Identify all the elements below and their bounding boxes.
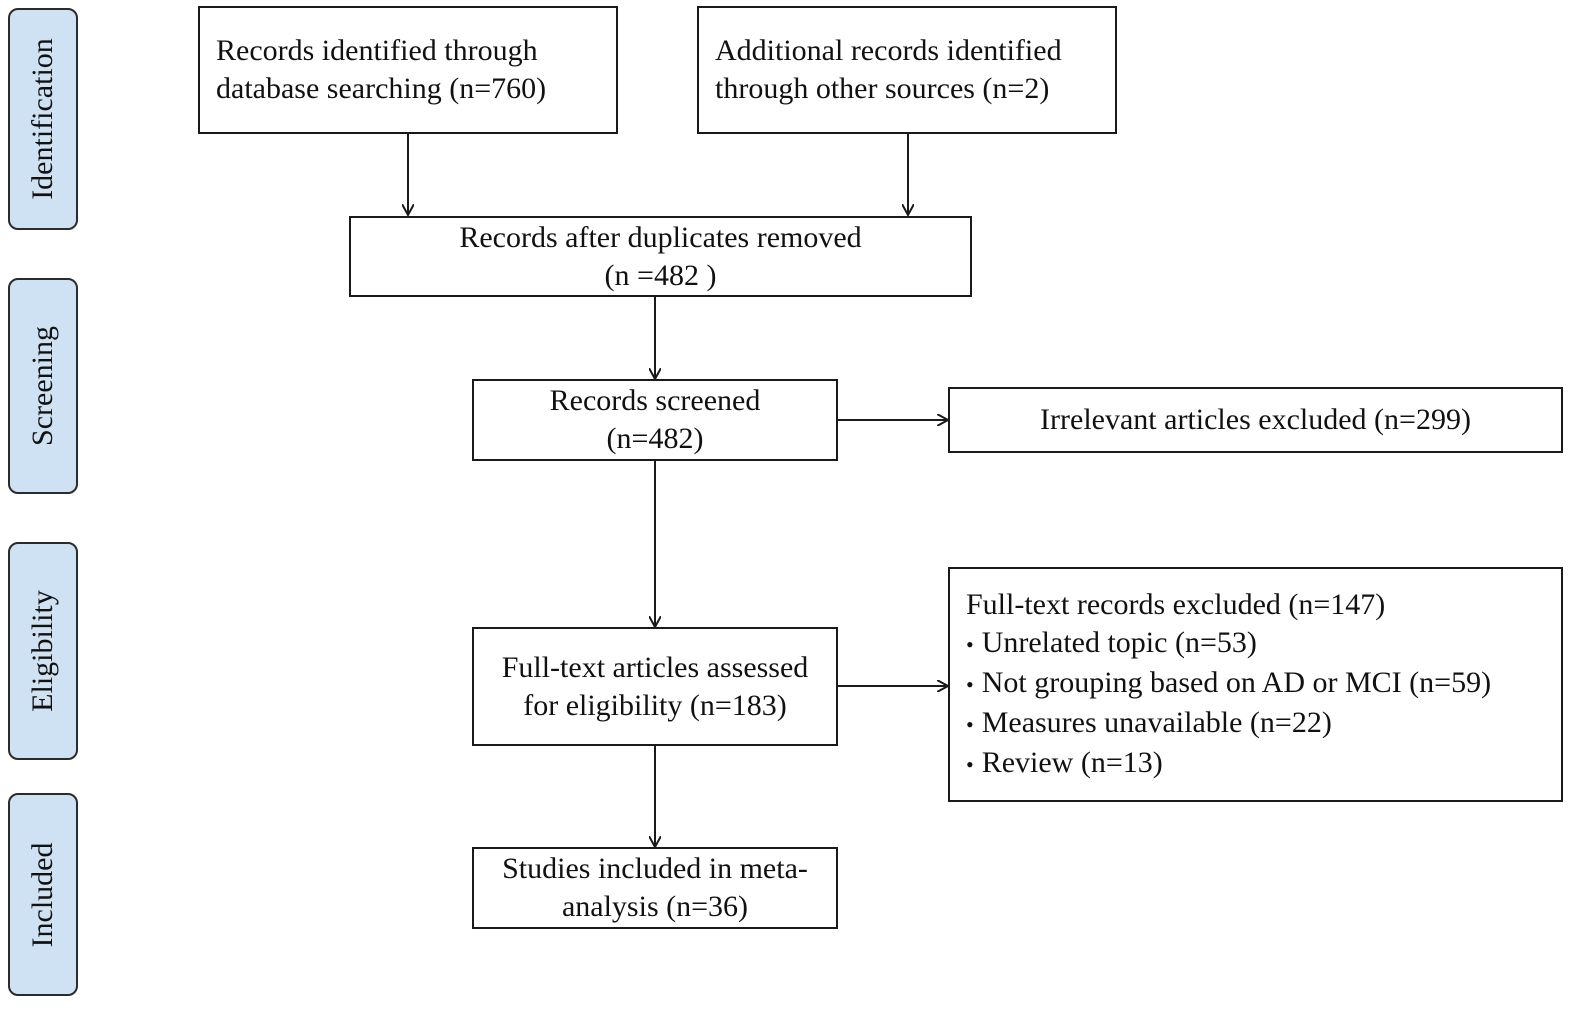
excluded-title: Full-text records excluded (n=147) <box>966 587 1386 621</box>
box-text-line: Irrelevant articles excluded (n=299) <box>1040 403 1471 436</box>
box-text-line: (n =482 ) <box>604 258 717 292</box>
box-text-line: Additional records identified <box>715 34 1062 67</box>
box-text-line: analysis (n=36) <box>561 890 749 923</box>
excluded-reason-item: Not grouping based on AD or MCI (n=59) <box>966 664 1545 704</box>
box-text-line: Records screened <box>549 384 761 417</box>
box-text-line: Records identified through <box>216 34 538 67</box>
excluded-reason-item: Review (n=13) <box>966 744 1545 784</box>
box-fulltext-assessed: Full-text articles assessed for eligibil… <box>472 627 838 746</box>
box-text-line: database searching (n=760) <box>216 72 547 105</box>
box-text-line: for eligibility (n=183) <box>523 688 787 722</box>
phase-included: Included <box>8 793 78 996</box>
phase-identification: Identification <box>8 8 78 230</box>
box-text-line: Records after duplicates removed <box>459 220 862 254</box>
box-text-line: through other sources (n=2) <box>715 72 1050 105</box>
box-irrelevant-excluded: Irrelevant articles excluded (n=299) <box>948 387 1563 453</box>
box-text-line: Studies included in meta- <box>502 852 808 885</box>
box-studies-included: Studies included in meta- analysis (n=36… <box>472 847 838 929</box>
excluded-reason-item: Unrelated topic (n=53) <box>966 624 1545 664</box>
box-text-line: Full-text articles assessed <box>501 650 809 684</box>
box-records-screened: Records screened (n=482) <box>472 379 838 461</box>
box-duplicates-removed: Records after duplicates removed (n =482… <box>349 216 972 297</box>
phase-screening: Screening <box>8 278 78 494</box>
box-other-sources: Additional records identified through ot… <box>697 6 1117 134</box>
box-fulltext-excluded: Full-text records excluded (n=147) Unrel… <box>948 567 1563 802</box>
box-text-line: (n=482) <box>606 422 704 455</box>
phase-eligibility: Eligibility <box>8 542 78 760</box>
box-database-records: Records identified through database sear… <box>198 6 618 134</box>
excluded-reason-item: Measures unavailable (n=22) <box>966 704 1545 744</box>
